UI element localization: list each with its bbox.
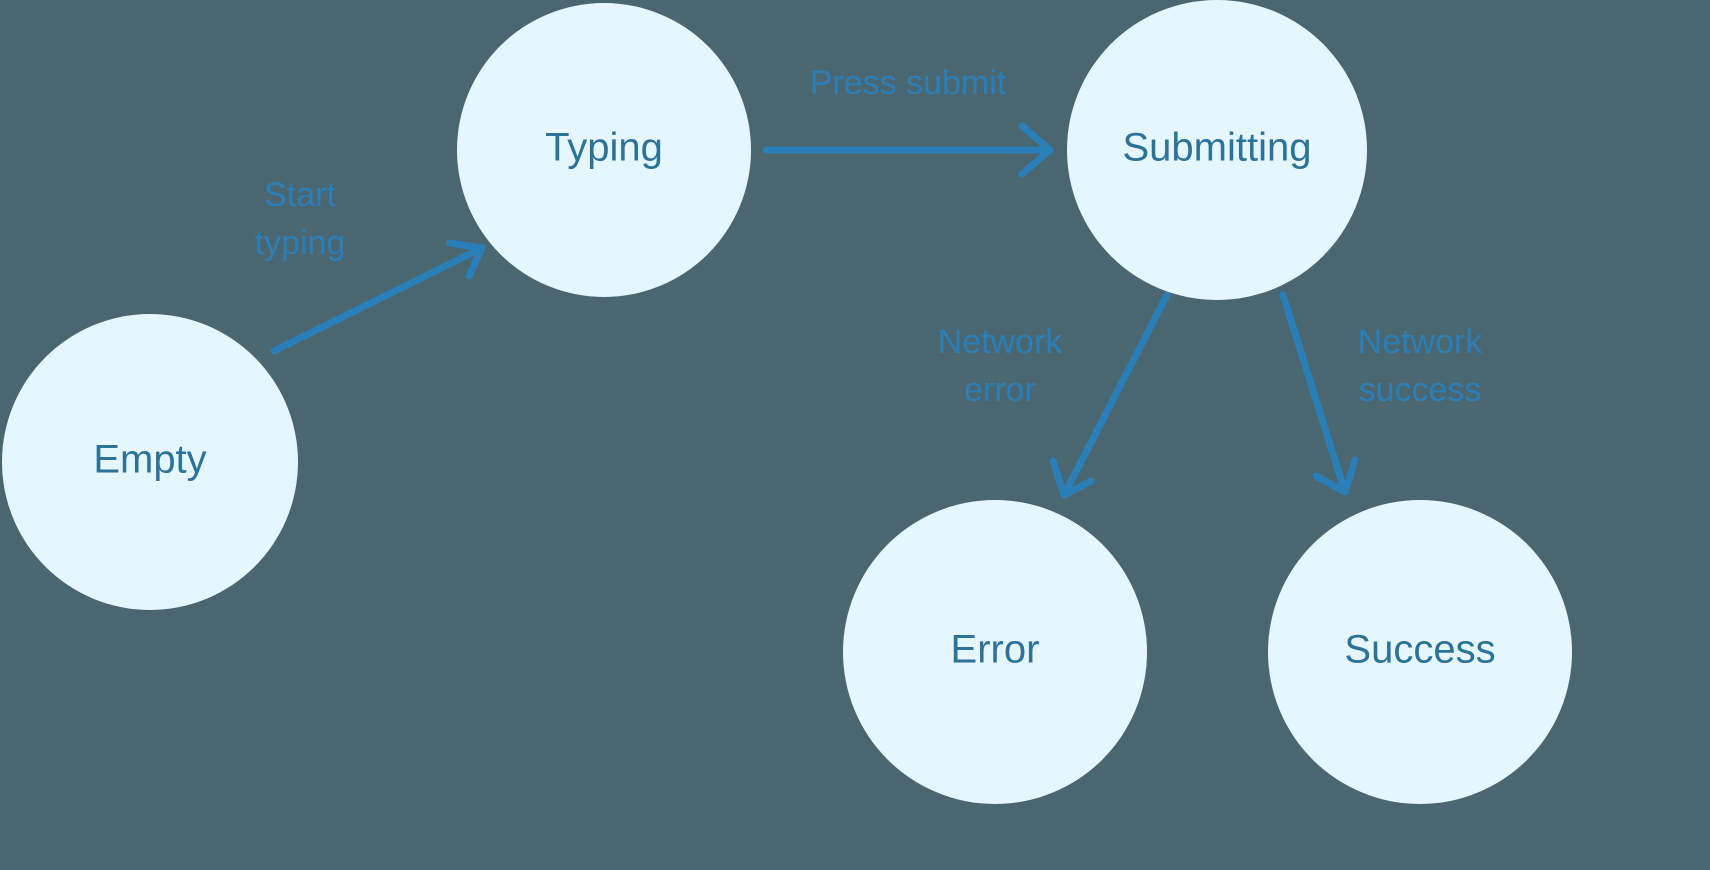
node-empty[interactable]: Empty [2, 314, 298, 610]
edge-empty-to-typing[interactable]: Start typing [255, 176, 486, 355]
nodes-layer: Empty Typing Submitting Error Success [2, 0, 1572, 804]
edge-label-line: Start [264, 176, 336, 214]
node-circle-error [843, 500, 1147, 804]
node-label-error: Error [951, 628, 1040, 672]
edge-line-start-typing [270, 244, 486, 355]
edges-layer: Start typing Press submit Network error Ne… [255, 64, 1484, 499]
arrowhead-network-error [1049, 457, 1095, 499]
node-label-typing: Typing [545, 126, 663, 170]
node-circle-success [1268, 500, 1572, 804]
arrowhead-network-success [1312, 456, 1359, 496]
edge-line-network-success [1279, 291, 1349, 496]
edge-line-network-error [1060, 291, 1171, 499]
node-label-success: Success [1344, 628, 1495, 672]
edge-label-network-error: Network error [938, 323, 1064, 409]
node-success[interactable]: Success [1268, 500, 1572, 804]
node-submitting[interactable]: Submitting [1067, 0, 1367, 300]
arrowhead-press-submit [1018, 122, 1054, 178]
node-circle-typing [457, 3, 751, 297]
edge-label-press-submit: Press submit [810, 64, 1007, 102]
edge-label-line: error [964, 371, 1036, 409]
edge-label-line: Network [938, 323, 1064, 361]
node-circle-empty [2, 314, 298, 610]
node-circle-submitting [1067, 0, 1367, 300]
edge-label-network-success: Network success [1358, 323, 1484, 409]
edge-submitting-to-error[interactable]: Network error [938, 291, 1171, 499]
edge-label-start-typing: Start typing [255, 176, 346, 262]
edge-submitting-to-success[interactable]: Network success [1279, 291, 1484, 496]
node-label-empty: Empty [93, 438, 206, 482]
edge-label-line: Network [1358, 323, 1484, 361]
arrowhead-start-typing [446, 239, 486, 280]
edge-label-line: success [1359, 371, 1482, 409]
node-error[interactable]: Error [843, 500, 1147, 804]
edge-label-line: typing [255, 224, 346, 262]
edge-typing-to-submitting[interactable]: Press submit [762, 64, 1054, 178]
edge-label-line: Press submit [810, 64, 1007, 102]
node-typing[interactable]: Typing [457, 3, 751, 297]
node-label-submitting: Submitting [1123, 126, 1312, 170]
